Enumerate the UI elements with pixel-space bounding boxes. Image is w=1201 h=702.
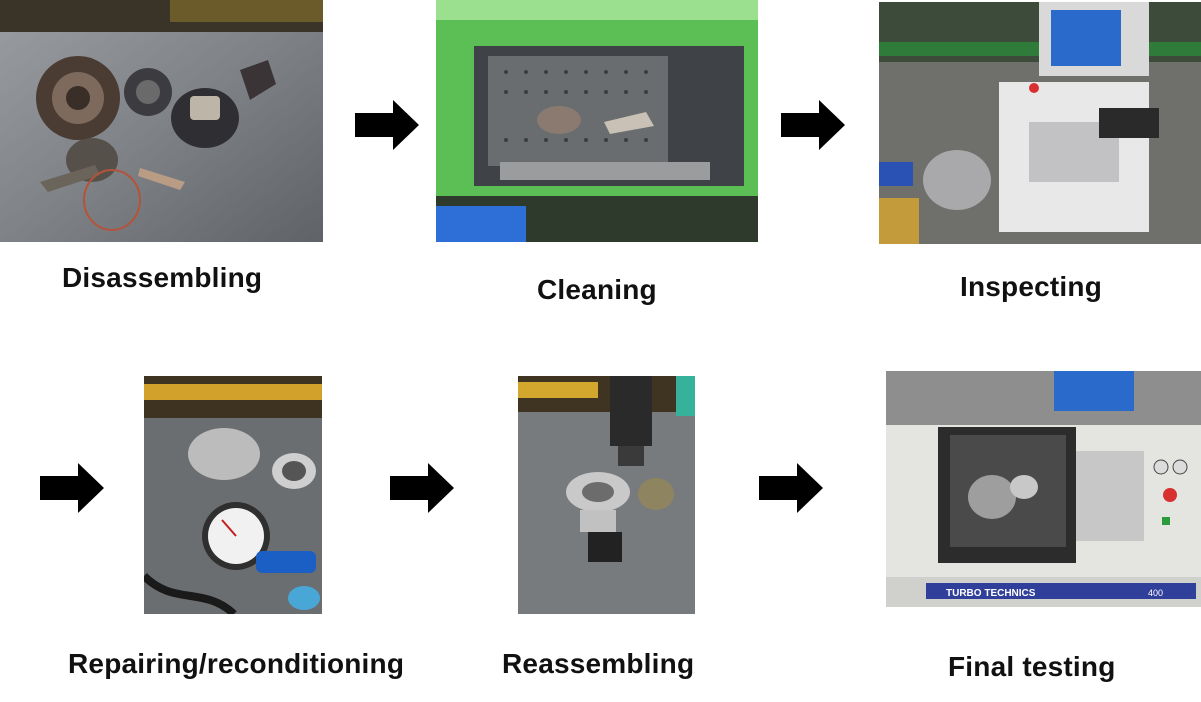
step-label-inspecting: Inspecting — [960, 271, 1103, 302]
step-label-disassembling: Disassembling — [62, 262, 263, 293]
photo-cleaning — [436, 0, 758, 242]
step-label-final-testing: Final testing — [948, 651, 1116, 682]
photo-inspecting — [879, 2, 1201, 244]
flow-arrow-4 — [390, 463, 454, 513]
step-label-reassembling: Reassembling — [502, 648, 695, 679]
step-label-repairing: Repairing/reconditioning — [68, 648, 405, 679]
right-arrow-icon — [781, 100, 845, 150]
tester-brand-text: TURBO TECHNICS — [946, 588, 1036, 599]
photo-disassembling — [0, 0, 323, 242]
right-arrow-icon — [759, 463, 823, 513]
tester-model-text: 400 — [1148, 588, 1163, 598]
photo-final-testing: TURBO TECHNICS 400 — [886, 371, 1201, 607]
step-label-cleaning: Cleaning — [537, 274, 657, 305]
photo-repairing — [144, 376, 322, 614]
right-arrow-icon — [355, 100, 419, 150]
flow-arrow-2 — [781, 100, 845, 150]
flow-arrow-3 — [40, 463, 104, 513]
right-arrow-icon — [40, 463, 104, 513]
right-arrow-icon — [390, 463, 454, 513]
photo-reassembling — [518, 376, 695, 614]
flow-arrow-5 — [759, 463, 823, 513]
flow-arrow-1 — [355, 100, 419, 150]
